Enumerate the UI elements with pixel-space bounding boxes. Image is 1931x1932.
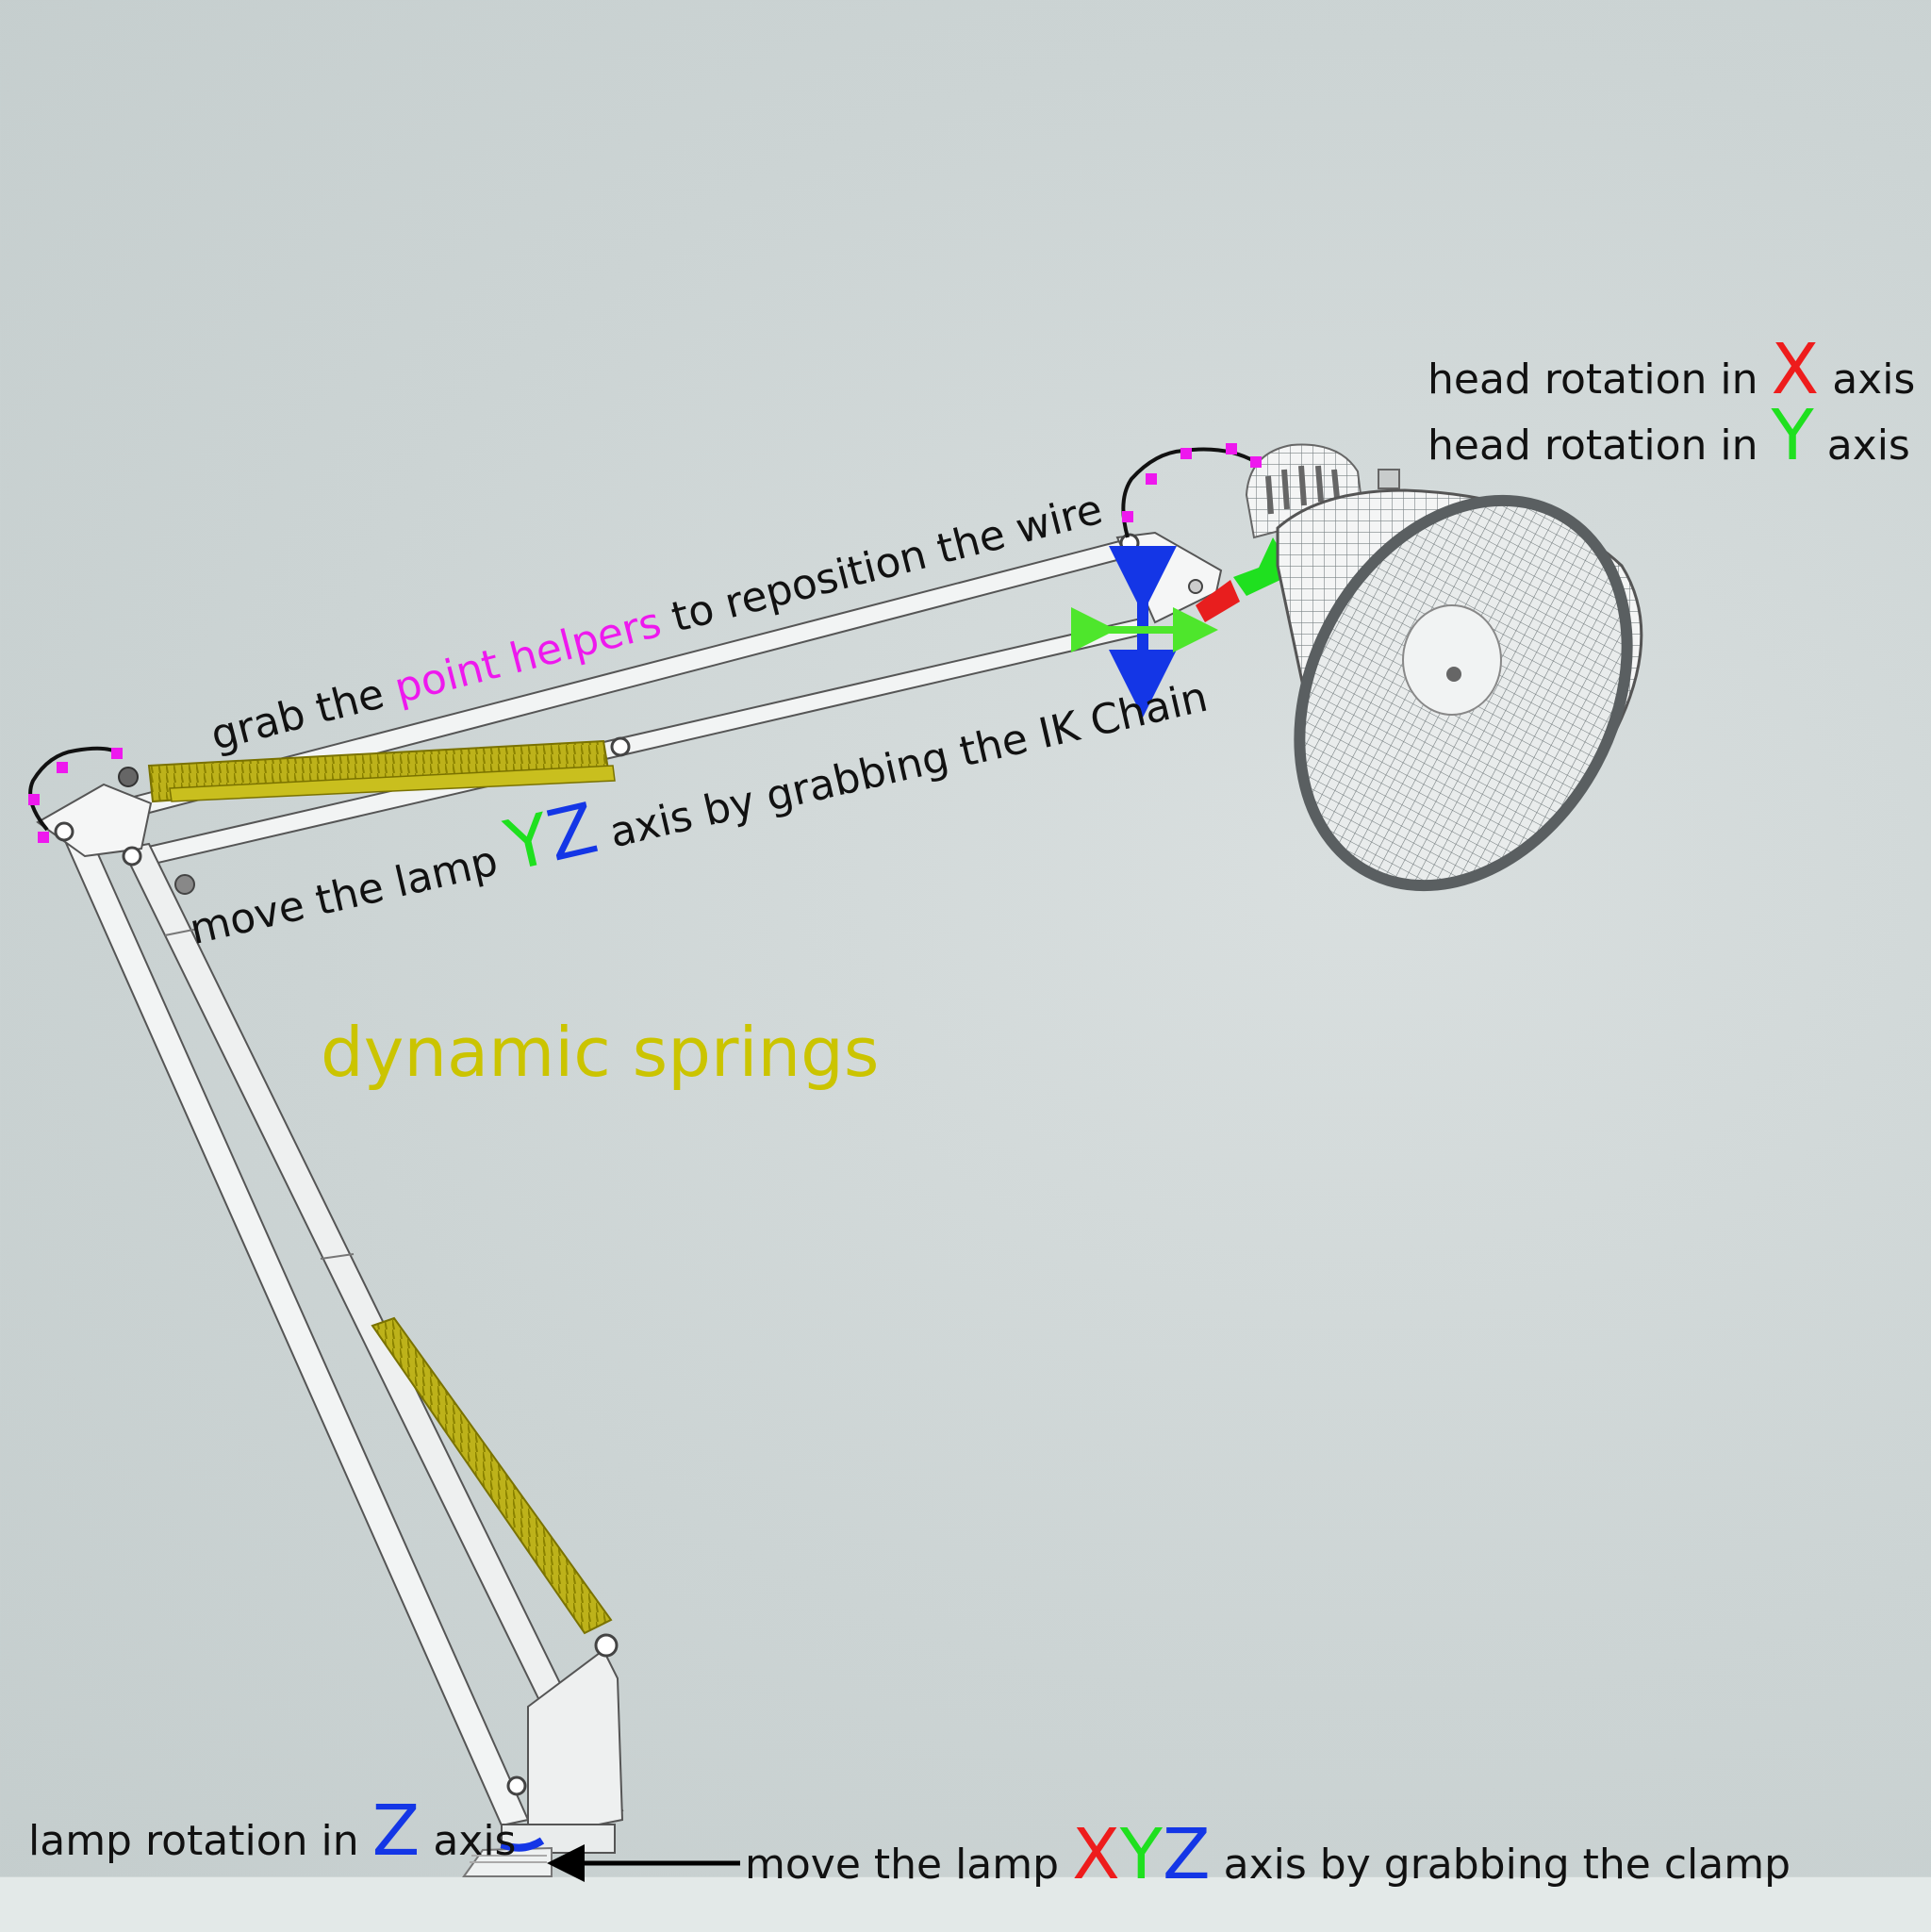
point-helper[interactable] xyxy=(57,762,68,773)
head-y-rotation-label: head rotation in Y axis xyxy=(1428,395,1910,476)
point-helper[interactable] xyxy=(1250,456,1262,468)
lamp-head[interactable] xyxy=(1235,443,1692,943)
point-helper[interactable] xyxy=(1122,511,1133,522)
upper-spring[interactable] xyxy=(147,739,616,803)
clamp-move-label: move the lamp XYZ axis by grabbing the c… xyxy=(745,1814,1791,1895)
ik-chain-gizmo[interactable] xyxy=(1071,546,1218,718)
point-helper[interactable] xyxy=(1226,443,1237,454)
z-rotation-marker[interactable] xyxy=(500,1837,545,1852)
lower-spring[interactable] xyxy=(371,1316,613,1635)
lower-arm[interactable] xyxy=(57,818,624,1827)
base-rotation-label: lamp rotation in Z axis xyxy=(28,1791,517,1872)
head-y-rotation-handle[interactable] xyxy=(1233,537,1284,596)
floor xyxy=(0,1876,1931,1932)
point-helper[interactable] xyxy=(1180,448,1192,459)
point-helper[interactable] xyxy=(38,832,49,843)
clamp[interactable] xyxy=(462,1633,624,1877)
point-helper[interactable] xyxy=(111,748,123,759)
wire-head xyxy=(1121,447,1257,538)
point-helper[interactable] xyxy=(28,794,40,805)
head-x-rotation-label: head rotation in X axis xyxy=(1428,329,1916,410)
point-helper[interactable] xyxy=(1146,473,1157,485)
x-axis-letter: X xyxy=(1771,329,1820,410)
point-helpers[interactable] xyxy=(28,443,1262,843)
dynamic-springs-label: dynamic springs xyxy=(321,1013,880,1092)
elbow-joint xyxy=(36,736,631,895)
y-axis-letter: Y xyxy=(1771,395,1814,476)
